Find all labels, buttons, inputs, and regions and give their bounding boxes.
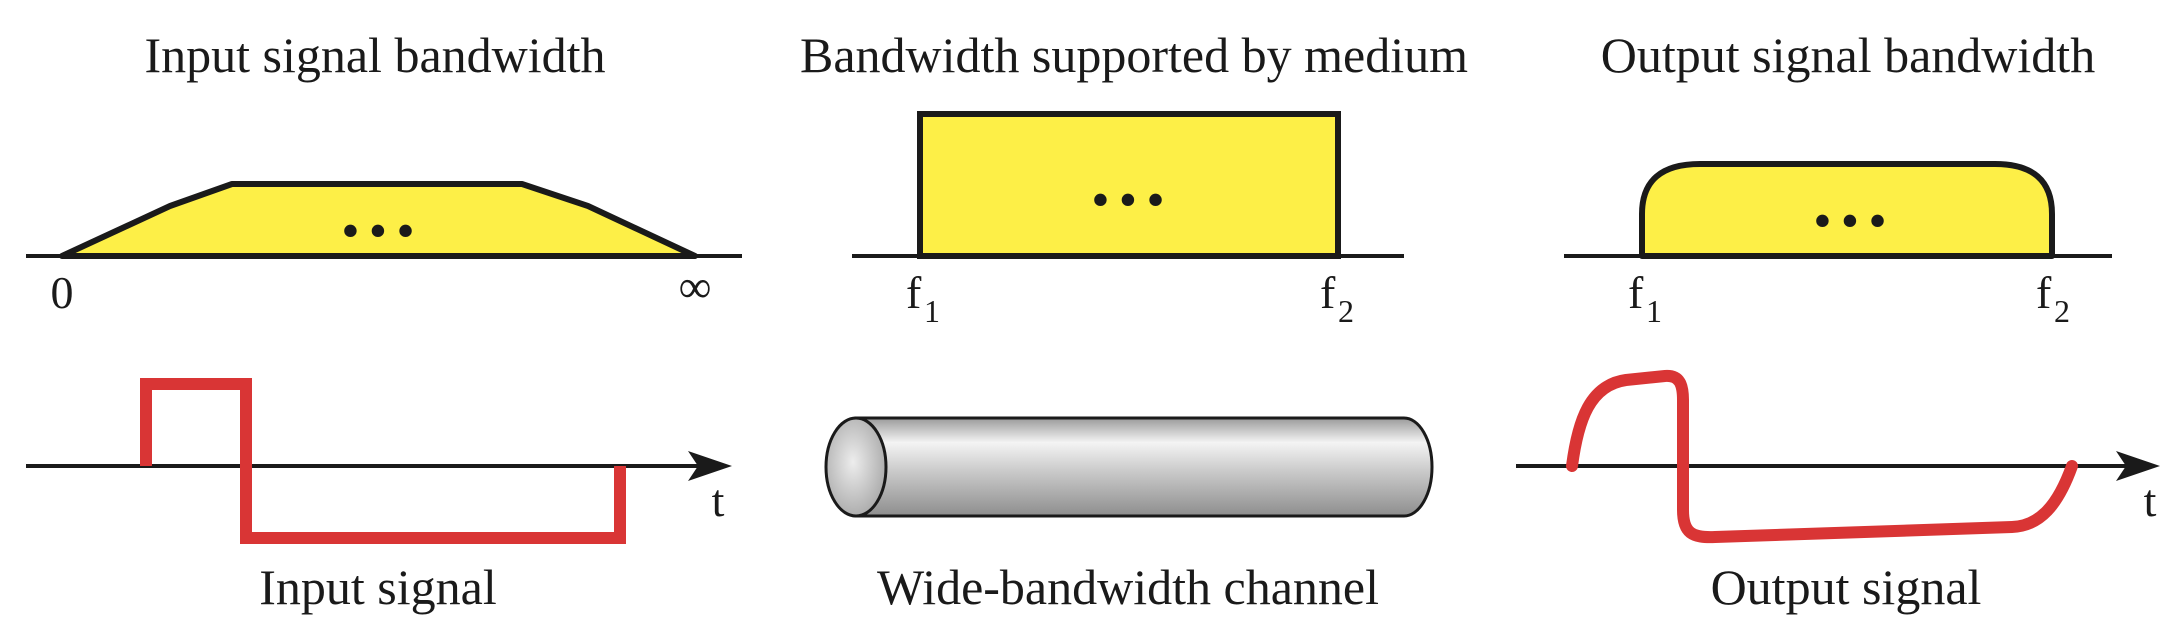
output-distorted-wave — [1566, 369, 2078, 544]
output-f1-label: f 1 — [1628, 267, 1662, 329]
input-bandwidth-panel: Input signal bandwidth • • • 0 ∞ — [26, 27, 742, 318]
channel-caption: Wide-bandwidth channel — [877, 559, 1379, 615]
output-bandwidth-shape — [1639, 161, 2055, 259]
input-signal-panel: t Input signal — [26, 378, 732, 615]
output-bandwidth-title: Output signal bandwidth — [1601, 27, 2095, 83]
medium-f1-label: f 1 — [906, 267, 940, 329]
input-ellipsis: • • • — [342, 205, 413, 256]
output-signal-caption: Output signal — [1711, 559, 1982, 615]
svg-text:1: 1 — [924, 293, 940, 329]
cable-end — [824, 416, 888, 518]
svg-text:2: 2 — [2054, 293, 2070, 329]
medium-bandwidth-shape — [917, 111, 1341, 259]
medium-bandwidth-panel: Bandwidth supported by medium • • • f 1 … — [800, 27, 1468, 329]
svg-text:f: f — [2036, 267, 2052, 318]
svg-text:2: 2 — [1338, 293, 1354, 329]
medium-ellipsis: • • • — [1092, 174, 1163, 225]
channel-panel: Wide-bandwidth channel — [824, 416, 1434, 615]
cable-body — [854, 416, 1434, 518]
svg-text:f: f — [1628, 267, 1644, 318]
medium-f2-label: f 2 — [1320, 267, 1354, 329]
input-zero-label: 0 — [51, 267, 74, 318]
output-signal-panel: t Output signal — [1516, 369, 2160, 615]
svg-text:1: 1 — [1646, 293, 1662, 329]
input-infinity-label: ∞ — [679, 261, 712, 312]
svg-text:f: f — [1320, 267, 1336, 318]
svg-text:f: f — [906, 267, 922, 318]
output-ellipsis: • • • — [1814, 195, 1885, 246]
input-axis-arrow — [688, 451, 732, 481]
medium-bandwidth-title: Bandwidth supported by medium — [800, 27, 1468, 83]
output-t-label: t — [2144, 475, 2157, 526]
input-square-wave — [140, 378, 626, 544]
output-axis-arrow — [2116, 451, 2160, 481]
input-t-label: t — [712, 475, 725, 526]
input-bandwidth-title: Input signal bandwidth — [144, 27, 605, 83]
output-bandwidth-panel: Output signal bandwidth • • • f 1 f 2 — [1564, 27, 2112, 329]
output-f2-label: f 2 — [2036, 267, 2070, 329]
input-signal-caption: Input signal — [259, 559, 496, 615]
